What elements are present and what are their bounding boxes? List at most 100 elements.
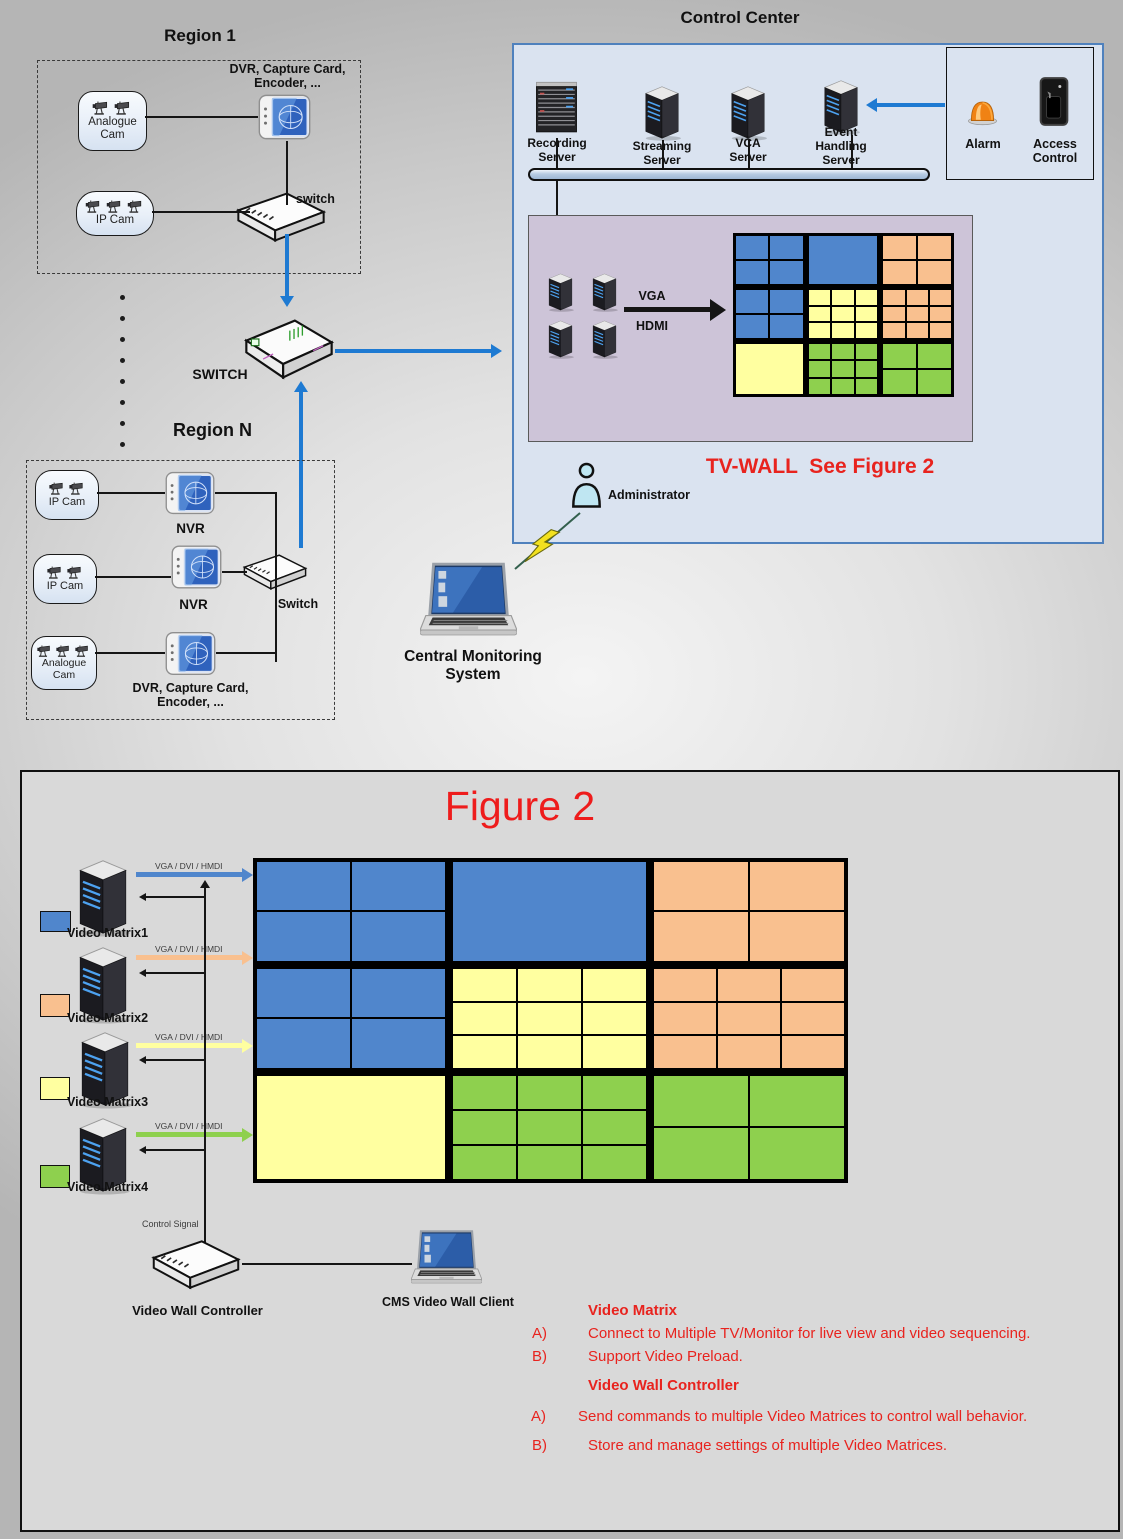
figure2-tv-wall (253, 858, 848, 1183)
tv-wall-cell (351, 861, 447, 912)
alarm-to-event-arrow (877, 103, 945, 107)
camera-icon (74, 645, 92, 658)
tv-wall-block (253, 1071, 450, 1183)
vca-server-label: VCA Server (729, 136, 767, 164)
tv-wall-cell (748, 911, 845, 962)
camera-icon (66, 566, 85, 580)
region1-ip-cam-node: IP Cam (76, 191, 154, 236)
tv-wall-cell (854, 322, 879, 339)
tv-wall-cell (748, 1074, 845, 1128)
core-switch-icon (243, 310, 335, 388)
access-control-label: Access Control (1032, 137, 1078, 166)
uplink-arrow-region1 (285, 234, 289, 296)
camera-icon (48, 482, 67, 496)
region1-title: Region 1 (164, 26, 236, 45)
control-branch-matrix1 (146, 896, 205, 898)
uplink-arrow-region-n (299, 392, 303, 548)
ip-cam-icons (46, 566, 85, 580)
tv-wall-block (253, 964, 450, 1072)
tv-wall-block (880, 286, 954, 341)
ip-cam-label: IP Cam (48, 495, 86, 508)
tv-wall-cell (517, 1001, 582, 1036)
tv-wall-cell (735, 288, 770, 314)
matrix3-arrow-label: VGA / DVI / HMDI (155, 1032, 223, 1042)
tv-wall-cell (854, 342, 879, 361)
region-n-analogue-cam-node: Analogue Cam (31, 636, 97, 690)
tv-wall-cell (769, 235, 804, 260)
mini-tv-wall (733, 233, 954, 397)
tv-wall-cell (882, 288, 906, 306)
vca-server-icon (726, 84, 770, 141)
ip-cam-icons (48, 482, 87, 496)
analogue-cam-label: Analogue Cam (41, 656, 87, 681)
connector-line (95, 652, 165, 654)
tv-wall-cell (452, 861, 647, 962)
tv-wall-caption: TV-WALL See Figure 2 (705, 455, 935, 478)
tv-wall-cell (831, 360, 855, 378)
administrator-label: Administrator (608, 488, 690, 502)
tv-wall-cell (256, 967, 352, 1019)
region1-dvr-label: DVR, Capture Card, Encoder, ... (229, 62, 346, 91)
region-n-ip-cam1-node: IP Cam (35, 470, 99, 520)
tv-wall-block (733, 233, 806, 287)
tv-wall-cell (652, 1001, 717, 1036)
dvr-icon (165, 630, 216, 677)
matrix4-color-chip (40, 1165, 70, 1188)
ip-cam-label: IP Cam (95, 214, 135, 227)
tv-wall-cell (582, 1035, 647, 1069)
tv-wall-block (649, 858, 848, 965)
tv-wall-cell (882, 322, 906, 339)
region-n-title: Region N (173, 420, 252, 440)
tv-wall-cell (582, 1109, 647, 1145)
tv-wall-cell (748, 1127, 845, 1180)
matrix2-arrow-label: VGA / DVI / HMDI (155, 944, 223, 954)
nvr2-label: NVR (179, 597, 208, 612)
region1-boundary (37, 60, 361, 274)
connector-line (748, 140, 750, 170)
tv-wall-cell (735, 342, 804, 395)
tv-wall-cell (882, 259, 918, 285)
tv-wall-cell (452, 1144, 518, 1180)
matrix3-video-arrow (136, 1043, 242, 1048)
tv-wall-cell (917, 368, 952, 395)
control-center-title: Control Center (680, 8, 800, 27)
note-marker: A) (532, 1325, 547, 1342)
tv-wall-block (449, 1071, 650, 1183)
tv-wall-cell (780, 1035, 845, 1069)
camera-icon (68, 482, 87, 496)
tv-wall-cell (517, 967, 582, 1002)
tv-wall-cell (882, 368, 918, 395)
tv-wall-cell (769, 313, 804, 339)
ip-cam-label: IP Cam (46, 579, 84, 592)
tv-wall-cell (928, 322, 952, 339)
tv-wall-cell (652, 967, 717, 1002)
matrix2-color-chip (40, 994, 70, 1017)
tv-wall-block (649, 1071, 848, 1183)
note-text: Store and manage settings of multiple Vi… (588, 1437, 948, 1454)
tv-wall-cell (780, 1001, 845, 1036)
ip-cam-icons (84, 200, 146, 214)
tv-wall-cell (831, 305, 855, 323)
note-marker: B) (532, 1437, 547, 1454)
matrix1-arrow-label: VGA / DVI / HMDI (155, 861, 223, 871)
connector-line (662, 140, 664, 170)
tv-wall-cell (905, 305, 929, 323)
tv-wall-cell (882, 235, 918, 260)
tv-wall-block (449, 858, 650, 965)
tv-wall-block (880, 340, 954, 397)
tv-wall-cell (917, 235, 952, 260)
notes-matrix-title: Video Matrix (588, 1302, 677, 1319)
connector-line (216, 652, 277, 654)
video-matrix1-icon (70, 857, 136, 937)
tv-wall-cell (652, 1127, 749, 1180)
camera-icon (126, 200, 146, 214)
tv-wall-cell (807, 235, 879, 285)
connector-line (222, 571, 247, 573)
tv-wall-cell (256, 1018, 352, 1069)
tv-wall-block (649, 964, 848, 1072)
tv-wall-block (880, 233, 954, 287)
tv-wall-cell (716, 1001, 781, 1036)
tv-wall-cell (517, 1144, 582, 1180)
connector-line (556, 138, 558, 170)
tv-wall-cell (517, 1074, 582, 1110)
